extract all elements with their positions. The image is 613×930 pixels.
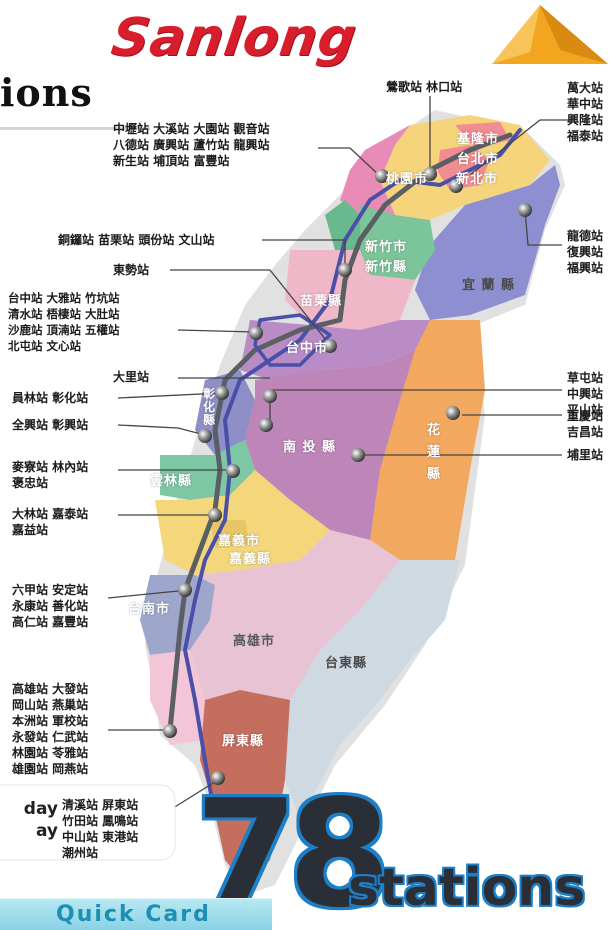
region-label-changhua: 彰 化 縣: [203, 387, 217, 427]
station-group-caotun: 草屯站 中興站 平山站: [567, 371, 604, 417]
region-hualien: [370, 320, 485, 560]
region-label-keelung: 基隆市: [457, 132, 500, 147]
info-bubble-bg: [0, 784, 176, 861]
station-group-dali: 大里站: [113, 370, 150, 384]
station-group-liujia: 六甲站 安定站 永康站 善化站 高仁站 嘉豐站: [12, 583, 89, 629]
station-group-yingge: 鶯歌站 林口站: [386, 80, 463, 94]
region-label-newtaipei: 新北市: [456, 172, 499, 187]
title-underline: [0, 127, 150, 130]
station-group-taichung: 台中站 大雅站 竹坑站 清水站 梧棲站 大肚站 沙鹿站 頂湳站 五權站 北屯站 …: [8, 291, 120, 353]
logo-triangle-icon: [492, 5, 608, 64]
region-label-kaohsiung: 高雄市: [233, 634, 276, 649]
station-group-dongshi: 東勢站: [113, 263, 150, 277]
region-pingtung: [200, 690, 290, 885]
info-bubble-text: day ay: [23, 799, 58, 841]
region-label-hualien: 花 蓮 縣: [427, 423, 442, 482]
region-taitung: [285, 560, 460, 820]
station-group-qingxi: 清溪站 屏東站 竹田站 鳳鳴站 中山站 東港站 潮州站: [62, 798, 139, 860]
station-group-wanda: 萬大站 華中站 興隆站 福泰站: [567, 81, 604, 143]
station-group-kaohsiung: 高雄站 大發站 岡山站 燕巢站 本洲站 軍校站 永發站 仁武站 林園站 苓雅站 …: [12, 682, 89, 776]
region-kaohsiung: [190, 530, 400, 700]
station-group-zhongli: 中壢站 大溪站 大園站 觀音站 八德站 廣興站 蘆竹站 龍興站 新生站 埔頂站 …: [113, 122, 270, 168]
station-group-mailiao: 麥寮站 林內站 褒忠站: [12, 460, 89, 490]
region-miaoli: [285, 250, 415, 330]
region-label-chiayicity: 嘉義市: [218, 534, 261, 549]
region-label-pingtung: 屏東縣: [222, 734, 265, 749]
route-loop: [253, 313, 332, 367]
station-group-puli: 埔里站: [567, 448, 604, 462]
station-group-yuanlin: 員林站 彰化站: [12, 391, 89, 405]
footer-bar: [0, 898, 272, 930]
station-markers: [163, 167, 532, 785]
station-count-word: stations: [348, 858, 586, 918]
station-group-dalin: 大林站 嘉泰站 嘉益站: [12, 507, 89, 537]
region-taoyuan: [340, 125, 410, 225]
route-purple: [183, 128, 522, 802]
region-label-nantou: 南 投 縣: [283, 440, 337, 455]
region-label-miaoli: 苗栗縣: [300, 294, 343, 309]
region-label-taipei: 台北市: [457, 152, 500, 167]
station-group-chongqing: 重慶站 吉昌站: [567, 409, 604, 439]
station-group-longde: 龍德站 復興站 福興站: [567, 229, 604, 275]
region-label-hsinchucounty: 新竹縣: [365, 260, 408, 275]
station-group-tongluo: 銅鑼站 苗栗站 頭份站 文山站: [58, 233, 215, 247]
region-label-hsinchucity: 新竹市: [365, 240, 408, 255]
region-hsinchucounty: [360, 205, 435, 280]
page-title-fragment: ions: [0, 70, 93, 115]
region-label-taoyuan: 桃園市: [386, 172, 429, 187]
region-label-tainan: 台南市: [128, 602, 171, 617]
brand-logo-text: Sanlong: [107, 8, 361, 68]
station-marker: [163, 167, 532, 785]
region-label-chiayicounty: 嘉義縣: [229, 552, 272, 567]
region-label-taichung: 台中市: [286, 341, 329, 356]
region-label-taitung: 台東縣: [325, 656, 368, 671]
footer-text-fragment: Quick Card: [56, 902, 211, 927]
region-nantou: [245, 350, 415, 540]
station-group-quanxing: 全興站 彰興站: [12, 418, 89, 432]
region-label-yunlin: 雲林縣: [150, 474, 193, 489]
region-label-yilan: 宜 蘭 縣: [462, 278, 516, 293]
